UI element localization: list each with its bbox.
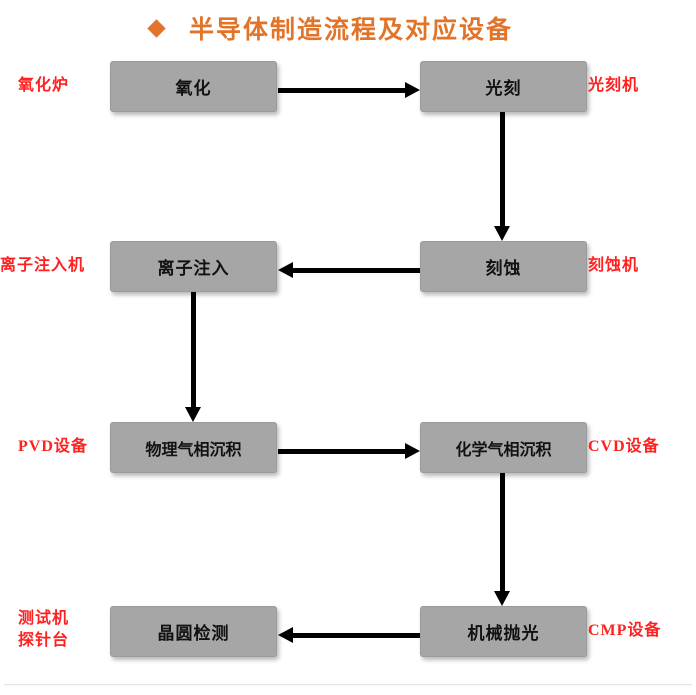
- bottom-divider: [4, 684, 692, 685]
- right-label-row2: 刻蚀机: [588, 257, 640, 274]
- process-box-label: 机械抛光: [467, 624, 540, 643]
- process-box-label: 化学气相沉积: [455, 441, 552, 459]
- left-label-row3: PVD设备: [18, 438, 88, 455]
- process-box-oxidation[interactable]: 氧化: [110, 61, 277, 112]
- right-label-row1: 光刻机: [588, 77, 640, 94]
- right-label-row4: CMP设备: [588, 622, 662, 639]
- process-box-label: 刻蚀: [485, 259, 522, 278]
- process-box-cmp[interactable]: 机械抛光: [420, 606, 587, 657]
- right-label-row3: CVD设备: [588, 438, 660, 455]
- process-box-photolithography[interactable]: 光刻: [420, 61, 587, 112]
- process-box-label: 晶圆检测: [157, 624, 230, 643]
- process-box-label: 光刻: [485, 79, 522, 98]
- process-box-label: 物理气相沉积: [145, 441, 242, 459]
- left-label-row4-line2: 探针台: [18, 632, 70, 649]
- slide-title: 半导体制造流程及对应设备: [147, 10, 514, 46]
- left-label-row4-line1: 测试机: [18, 610, 70, 627]
- left-label-row4: 测试机 探针台: [18, 608, 69, 652]
- process-box-etching[interactable]: 刻蚀: [420, 241, 587, 292]
- process-box-wafer-inspection[interactable]: 晶圆检测: [110, 606, 277, 657]
- process-box-pvd[interactable]: 物理气相沉积: [110, 422, 277, 473]
- process-box-label: 氧化: [175, 79, 212, 98]
- left-label-row1: 氧化炉: [18, 77, 70, 94]
- process-box-label: 离子注入: [157, 259, 230, 278]
- diamond-bullet-icon: [147, 18, 166, 38]
- left-label-row2: 离子注入机: [0, 257, 86, 274]
- process-box-ion-implantation[interactable]: 离子注入: [110, 241, 277, 292]
- page-title: 半导体制造流程及对应设备: [189, 17, 514, 44]
- process-box-cvd[interactable]: 化学气相沉积: [420, 422, 587, 473]
